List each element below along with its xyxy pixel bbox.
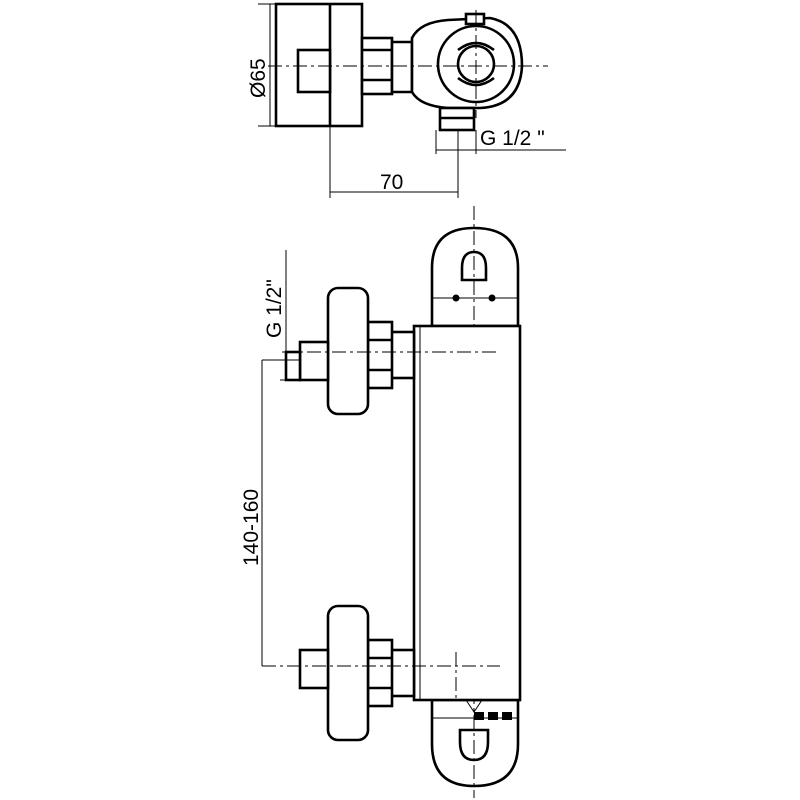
thread-side-label: G 1/2" [263,279,286,338]
center-distance-label: 140-160 [240,489,263,566]
top-view [258,2,566,198]
top-knob [430,226,520,328]
lower-extension [388,648,416,698]
upper-pipe [284,350,302,382]
upper-stub [298,340,330,382]
lower-flange [326,604,370,742]
top-view-body [410,16,524,110]
upper-nut [366,320,394,390]
lower-stub [298,648,330,690]
upper-extension [388,330,416,380]
top-view-handle [436,24,516,104]
lower-nut [366,638,394,708]
front-view [261,206,522,798]
thread-top-label: G 1/2 " [480,127,545,150]
upper-flange [326,286,370,416]
top-view-stub [296,48,332,94]
diameter-label: Ø65 [247,58,270,98]
valve-body [412,324,522,702]
depth-label: 70 [380,171,403,194]
